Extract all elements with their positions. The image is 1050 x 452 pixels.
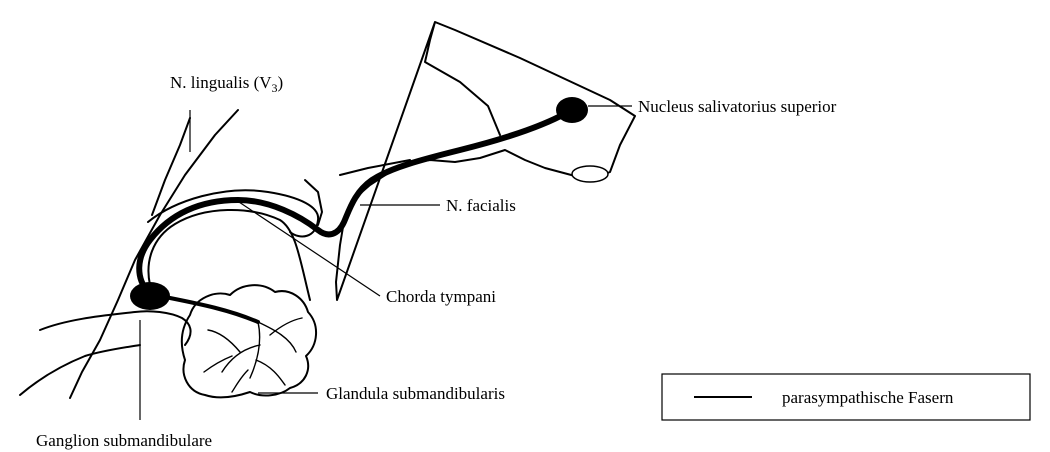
label-ganglion: Ganglion submandibulare [36,431,212,450]
nucleus-salivatorius-body [556,97,588,123]
label-lingualis-close: ) [278,73,284,92]
leader-chorda [236,200,380,296]
brainstem-outline [336,22,635,300]
label-facialis: N. facialis [446,196,516,215]
brainstem-cut-ellipse [572,166,608,182]
legend-label: parasympathische Fasern [782,388,954,407]
ganglion-submandibulare-body [130,282,170,310]
chorda-loop-inner [148,210,310,300]
label-glandula: Glandula submandibularis [326,384,505,403]
gland-ducts [204,318,302,392]
lingual-nerve-outer [70,110,238,398]
glandula-submandibularis [182,285,316,397]
legend: parasympathische Fasern [662,374,1030,420]
facial-nerve-outer [305,180,322,225]
label-lingualis: N. lingualis (V3) [170,73,283,95]
label-lingualis-main: N. lingualis (V [170,73,272,92]
lingual-nerve-inner [152,118,190,215]
ganglion-outline [20,311,191,395]
label-nucleus: Nucleus salivatorius superior [638,97,837,116]
label-chorda: Chorda tympani [386,287,496,306]
